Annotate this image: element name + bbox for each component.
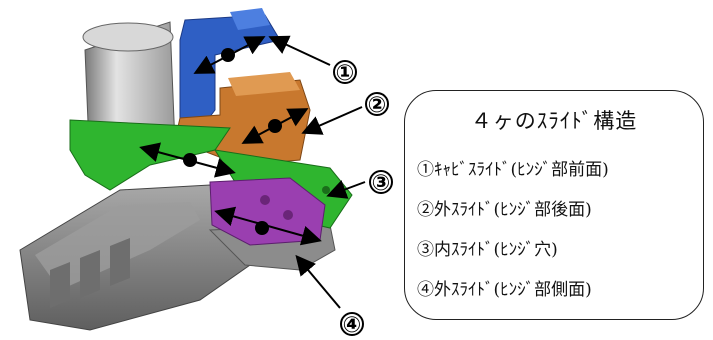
callout-4: ④ <box>340 312 364 338</box>
legend-box: ４ヶのｽﾗｲﾄﾞ構造 ①ｷｬﾋﾞｽﾗｲﾄﾞ(ﾋﾝｼﾞ部前面) ②外ｽﾗｲﾄﾞ(ﾋ… <box>404 90 704 320</box>
svg-text:④: ④ <box>343 313 362 338</box>
callout-3: ③ <box>369 170 393 196</box>
legend-item-1: ①ｷｬﾋﾞｽﾗｲﾄﾞ(ﾋﾝｼﾞ部前面) <box>417 160 609 180</box>
callout-1: ① <box>333 60 357 86</box>
svg-text:①: ① <box>336 61 355 86</box>
legend-item-4: ④外ｽﾗｲﾄﾞ(ﾋﾝｼﾞ部側面) <box>417 280 592 300</box>
legend-item-3: ③内ｽﾗｲﾄﾞ(ﾋﾝｼﾞ穴) <box>417 240 558 260</box>
motion-dots <box>183 48 282 235</box>
legend-item-2: ②外ｽﾗｲﾄﾞ(ﾋﾝｼﾞ部後面) <box>417 200 592 220</box>
callout-2: ② <box>365 92 389 118</box>
svg-text:③: ③ <box>372 171 391 196</box>
legend-title: ４ヶのｽﾗｲﾄﾞ構造 <box>470 109 638 133</box>
leader-lines <box>268 35 366 309</box>
svg-text:②: ② <box>368 93 387 118</box>
